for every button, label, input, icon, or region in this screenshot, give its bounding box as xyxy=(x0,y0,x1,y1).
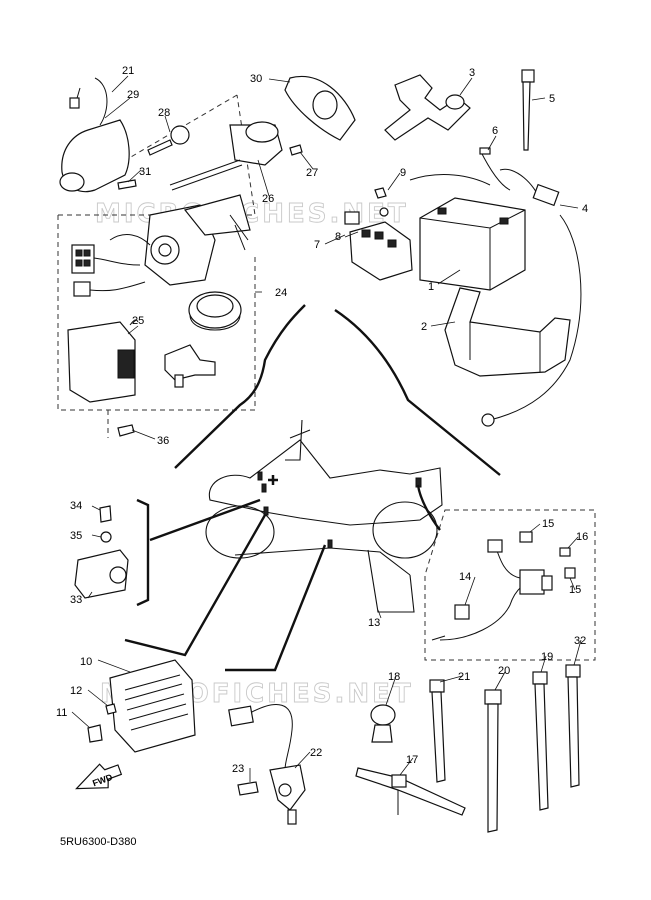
washer xyxy=(379,207,389,217)
connectors-left xyxy=(71,244,146,297)
callout-36: 36 xyxy=(157,435,169,447)
bolt-34 xyxy=(99,505,112,523)
callout-2: 2 xyxy=(421,321,427,333)
coil-assembly xyxy=(59,77,130,193)
callout-29: 29 xyxy=(127,89,139,101)
watermark-top: MICROFICHES.NET xyxy=(95,199,409,229)
collar-35 xyxy=(100,531,112,543)
screw-23 xyxy=(237,781,259,796)
callout-27: 27 xyxy=(306,167,318,179)
callout-9: 9 xyxy=(400,167,406,179)
pointer-harness xyxy=(416,484,441,531)
bolt-9 xyxy=(374,187,387,199)
fuel-cap xyxy=(188,291,242,331)
callout-1: 1 xyxy=(428,281,434,293)
callout-28: 28 xyxy=(158,107,170,119)
callout-16: 16 xyxy=(576,531,588,543)
callout-15-bottom: 15 xyxy=(569,584,581,596)
clamp-17 xyxy=(355,767,466,816)
callout-30: 30 xyxy=(250,73,262,85)
forward-arrow: FWD xyxy=(75,763,123,790)
callout-33: 33 xyxy=(70,594,82,606)
callout-8: 8 xyxy=(335,231,341,243)
callout-15-top: 15 xyxy=(542,518,554,530)
marker-a xyxy=(257,471,263,481)
pointer-ignition xyxy=(174,304,306,469)
relay-33 xyxy=(74,549,129,599)
pointer-sidestand xyxy=(225,544,327,672)
callout-17: 17 xyxy=(406,754,418,766)
marker-b xyxy=(261,483,267,493)
battery-harness xyxy=(409,147,582,427)
callout-10: 10 xyxy=(80,656,92,668)
pointer-relay xyxy=(149,498,261,542)
starter-relay xyxy=(344,211,413,281)
sensor-part xyxy=(164,344,216,388)
main-switch xyxy=(169,121,283,191)
battery-box xyxy=(444,287,571,377)
rectifier-regulator xyxy=(109,659,196,753)
lock-set xyxy=(109,194,251,286)
band-20 xyxy=(484,689,502,833)
pointer-battery xyxy=(334,309,501,476)
callout-24: 24 xyxy=(275,287,287,299)
sub-harness xyxy=(431,531,576,641)
key-part xyxy=(147,125,190,156)
diagram-code: 5RU6300-D380 xyxy=(60,836,136,848)
callout-6: 6 xyxy=(492,125,498,137)
callout-11: 11 xyxy=(56,707,67,719)
bolt-11 xyxy=(87,724,103,743)
ignition-group-box xyxy=(57,94,256,411)
marker-cross xyxy=(268,475,278,485)
callout-21-bottom: 21 xyxy=(458,671,470,683)
band-32 xyxy=(565,664,581,788)
callout-12: 12 xyxy=(70,685,82,697)
band-19 xyxy=(532,671,549,811)
callout-26: 26 xyxy=(262,193,274,205)
control-unit xyxy=(67,319,139,403)
callout-20: 20 xyxy=(498,665,510,677)
callout-18: 18 xyxy=(388,671,400,683)
marker-d xyxy=(327,539,333,549)
band-21 xyxy=(429,679,446,783)
callout-35: 35 xyxy=(70,530,82,542)
callout-numbers: 21 29 28 30 27 26 31 3 5 6 9 4 8 7 1 2 2… xyxy=(56,65,588,775)
callout-22: 22 xyxy=(310,747,322,759)
callout-14: 14 xyxy=(459,571,471,583)
callout-23: 23 xyxy=(232,763,244,775)
lock-cover xyxy=(284,75,356,141)
leader-lines xyxy=(71,75,582,782)
holder-18 xyxy=(370,704,396,743)
battery xyxy=(419,197,526,291)
callout-13: 13 xyxy=(368,617,380,629)
marker-c xyxy=(263,506,269,516)
callout-7: 7 xyxy=(314,239,320,251)
collar-12 xyxy=(105,703,117,715)
callout-34: 34 xyxy=(70,500,82,512)
callout-19: 19 xyxy=(541,651,553,663)
screw-36 xyxy=(117,424,135,437)
pointer-regulator xyxy=(124,514,267,657)
callout-5: 5 xyxy=(549,93,555,105)
battery-bracket xyxy=(384,74,471,141)
callout-21-top: 21 xyxy=(122,65,134,77)
motorcycle-outline xyxy=(205,419,443,613)
bracket-relay xyxy=(136,498,150,607)
callout-32: 32 xyxy=(574,635,586,647)
callout-3: 3 xyxy=(469,67,475,79)
callout-31: 31 xyxy=(139,166,151,178)
sidestand-switch xyxy=(228,704,306,825)
cable-tie-5 xyxy=(521,69,535,151)
callout-25: 25 xyxy=(132,315,144,327)
callout-4: 4 xyxy=(582,203,588,215)
